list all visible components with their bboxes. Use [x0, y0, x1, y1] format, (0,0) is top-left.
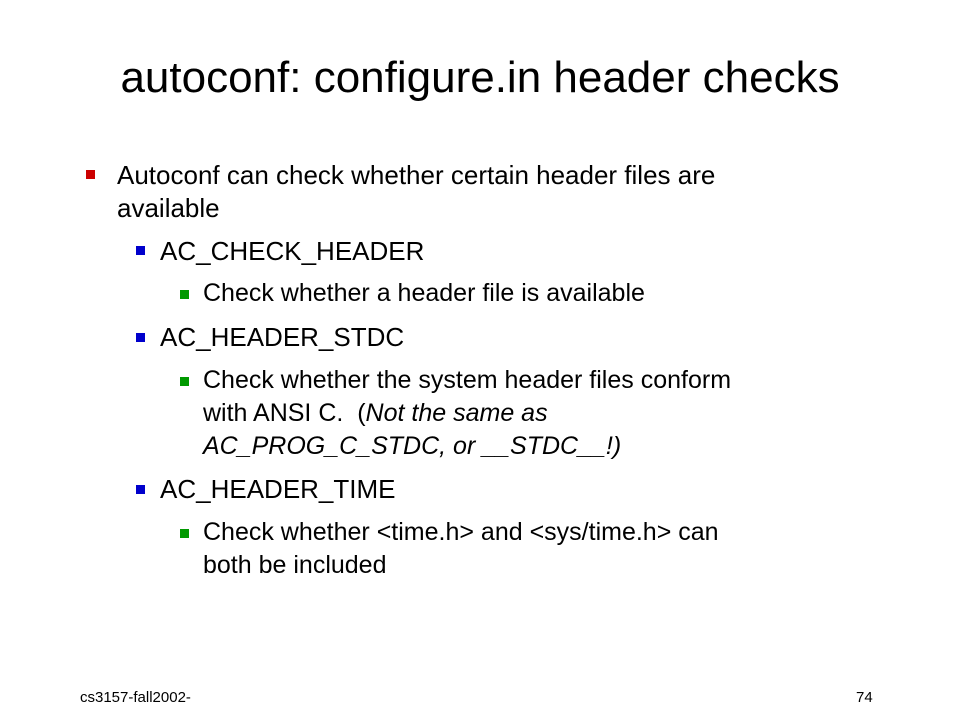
subitem-description: Check whether the system header files co… — [203, 366, 732, 394]
subitem-description: Check whether <time.h> and <sys/time.h> … — [203, 518, 719, 546]
footer-course-label: cs3157-fall2002- — [80, 689, 191, 706]
bullet-square-icon — [136, 485, 145, 494]
bullet-text-line: Autoconf can check whether certain heade… — [117, 160, 716, 190]
subitem-description: both be included — [203, 551, 387, 579]
subitem-label: AC_CHECK_HEADER — [160, 236, 425, 266]
footer-page-number: 74 — [856, 689, 873, 706]
bullet-square-icon — [180, 290, 189, 299]
description-italic-text: AC_PROG_C_STDC, or __STDC__!) — [203, 432, 622, 460]
bullet-square-icon — [136, 333, 145, 342]
bullet-square-icon — [86, 170, 95, 179]
subitem-description: with ANSI C. (Not the same as — [203, 399, 548, 428]
bullet-square-icon — [180, 377, 189, 386]
subitem-description: Check whether a header file is available — [203, 279, 645, 307]
bullet-text-line: available — [117, 193, 220, 223]
slide-title: autoconf: configure.in header checks — [120, 53, 840, 102]
bullet-square-icon — [136, 246, 145, 255]
subitem-description: AC_PROG_C_STDC, or __STDC__!) — [203, 432, 621, 461]
description-plain-text: with ANSI C. ( — [203, 399, 366, 427]
subitem-label: AC_HEADER_STDC — [160, 322, 405, 352]
subitem-label: AC_HEADER_TIME — [160, 474, 396, 504]
description-italic-text: Not the same as — [365, 399, 548, 427]
bullet-square-icon — [180, 529, 189, 538]
